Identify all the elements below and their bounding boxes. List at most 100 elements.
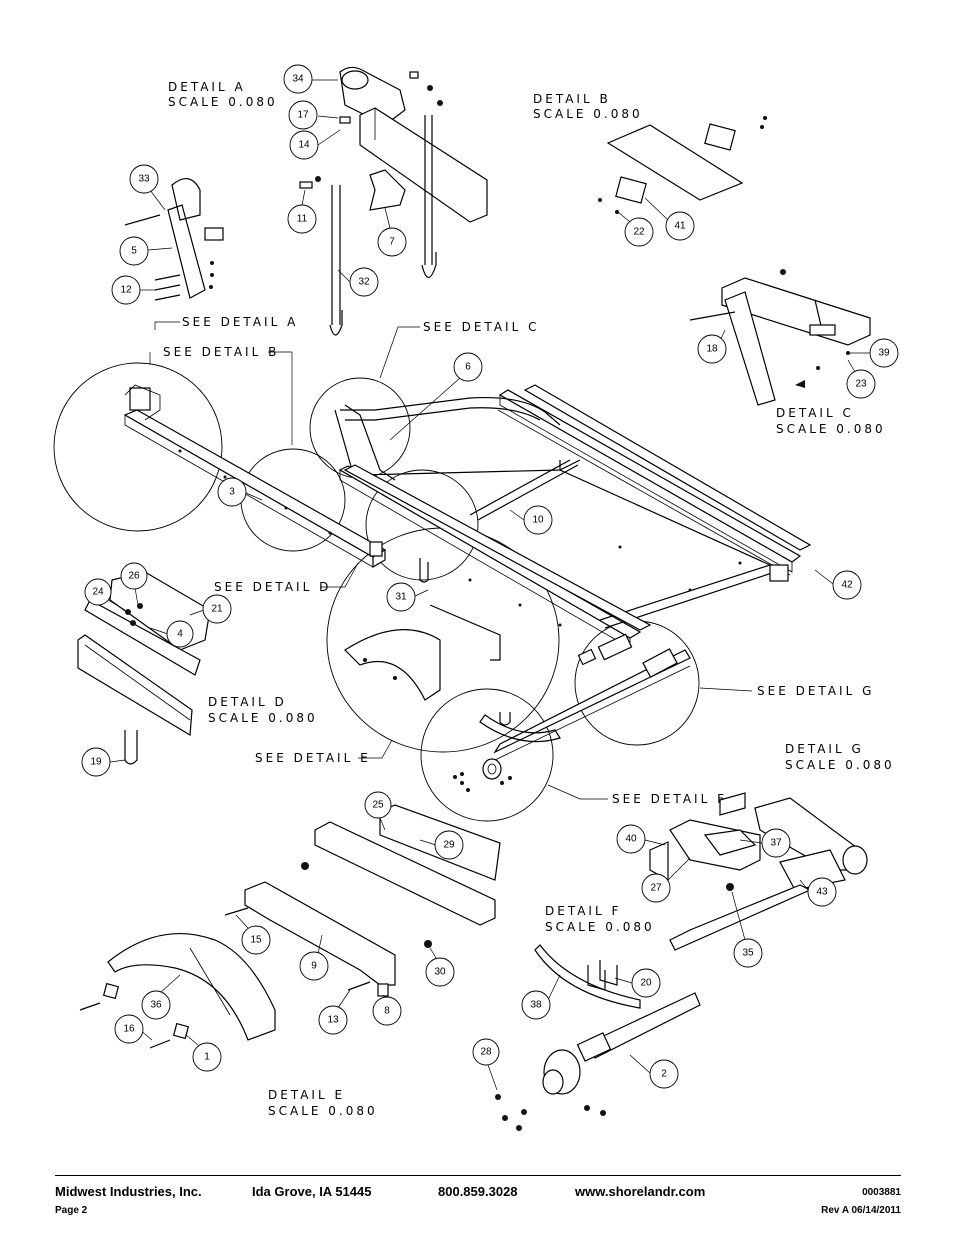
svg-text:36: 36: [150, 1000, 162, 1011]
svg-text:3: 3: [229, 487, 235, 498]
svg-text:39: 39: [878, 348, 890, 359]
detail-c-crossmember: [689, 269, 871, 406]
footer-phone: 800.859.3028: [438, 1184, 518, 1199]
see-detail-d: SEE DETAIL D: [214, 580, 331, 594]
part-bubble-3: 3: [217, 477, 263, 507]
svg-text:13: 13: [327, 1015, 339, 1026]
svg-text:1: 1: [204, 1052, 210, 1063]
detail-d-scale: SCALE 0.080: [208, 711, 318, 725]
svg-text:18: 18: [706, 344, 718, 355]
detail-a-title: DETAIL A: [168, 80, 246, 94]
see-detail-b: SEE DETAIL B: [163, 345, 279, 359]
part-bubble-14: 14: [289, 129, 341, 160]
svg-text:20: 20: [640, 978, 652, 989]
part-bubble-5: 5: [119, 236, 173, 266]
footer-location: Ida Grove, IA 51445: [252, 1184, 372, 1199]
part-bubble-11: 11: [287, 189, 317, 234]
detail-g-scale: SCALE 0.080: [785, 758, 895, 772]
svg-text:16: 16: [123, 1024, 135, 1035]
part-bubble-27: 27: [641, 857, 691, 903]
part-bubble-2: 2: [629, 1054, 679, 1089]
trailer-frame: [123, 384, 812, 792]
part-bubble-20: 20: [614, 968, 661, 998]
svg-text:15: 15: [250, 935, 262, 946]
detail-a-label: DETAIL A SCALE 0.080: [168, 80, 278, 109]
svg-text:8: 8: [384, 1006, 390, 1017]
part-bubble-25: 25: [364, 791, 392, 831]
part-bubble-17: 17: [288, 100, 339, 130]
see-detail-g: SEE DETAIL G: [757, 684, 874, 698]
part-bubble-22: 22: [617, 211, 654, 247]
part-bubble-31: 31: [386, 582, 429, 612]
part-bubble-15: 15: [235, 914, 271, 955]
detail-e-scale: SCALE 0.080: [268, 1104, 378, 1118]
part-bubble-32: 32: [337, 267, 379, 297]
page-footer: Midwest Industries, Inc. Ida Grove, IA 5…: [55, 1175, 901, 1216]
svg-text:34: 34: [292, 74, 304, 85]
svg-text:33: 33: [138, 174, 150, 185]
part-bubble-34: 34: [283, 64, 338, 94]
part-bubble-23: 23: [846, 359, 876, 399]
detail-d-label: DETAIL D SCALE 0.080: [208, 695, 318, 725]
part-bubble-38: 38: [521, 974, 561, 1020]
footer-website: www.shorelandr.com: [575, 1184, 706, 1199]
detail-b-label: DETAIL B SCALE 0.080: [533, 92, 643, 121]
part-bubble-18: 18: [697, 329, 727, 364]
detail-g-label: DETAIL G SCALE 0.080: [785, 742, 895, 772]
svg-text:14: 14: [298, 140, 310, 151]
part-bubble-24: 24: [84, 578, 126, 611]
see-detail-c: SEE DETAIL C: [423, 320, 539, 334]
detail-e-fender: [79, 804, 501, 1049]
detail-f-scale: SCALE 0.080: [545, 920, 655, 934]
detail-c-title: DETAIL C: [776, 406, 854, 420]
svg-text:31: 31: [395, 592, 407, 603]
part-bubble-13: 13: [318, 989, 351, 1035]
detail-g-title: DETAIL G: [785, 742, 864, 756]
detail-a-scale: SCALE 0.080: [168, 95, 278, 109]
svg-text:19: 19: [90, 757, 102, 768]
see-detail-f: SEE DETAIL F: [612, 792, 727, 806]
svg-text:2: 2: [661, 1069, 667, 1080]
detail-circles: [53, 362, 700, 822]
svg-text:7: 7: [389, 237, 395, 248]
svg-text:37: 37: [770, 838, 782, 849]
svg-text:4: 4: [177, 629, 183, 640]
svg-text:40: 40: [625, 834, 637, 845]
svg-text:27: 27: [650, 883, 662, 894]
svg-text:11: 11: [297, 214, 308, 225]
detail-b-scale: SCALE 0.080: [533, 107, 643, 121]
svg-text:5: 5: [131, 246, 137, 257]
see-detail-callouts: SEE DETAIL A SEE DETAIL B SEE DETAIL C S…: [149, 315, 874, 806]
svg-text:43: 43: [816, 887, 828, 898]
part-bubble-29: 29: [419, 830, 464, 860]
part-bubble-7: 7: [377, 207, 407, 257]
part-bubble-10: 10: [509, 505, 553, 535]
footer-company: Midwest Industries, Inc.: [55, 1184, 202, 1199]
part-bubble-35: 35: [731, 891, 763, 968]
part-bubble-41: 41: [644, 197, 695, 241]
part-bubbles: 34 17 14 11 7 32 33 5 12 41 22 18 39 23 …: [81, 64, 899, 1091]
svg-text:38: 38: [530, 1000, 542, 1011]
part-bubble-33: 33: [129, 164, 166, 211]
part-bubble-37: 37: [739, 828, 791, 858]
detail-b-title: DETAIL B: [533, 92, 611, 106]
svg-text:6: 6: [465, 362, 471, 373]
detail-b-bracket: [598, 116, 767, 214]
svg-text:28: 28: [480, 1047, 492, 1058]
detail-c-scale: SCALE 0.080: [776, 422, 886, 436]
see-detail-a: SEE DETAIL A: [182, 315, 298, 329]
svg-text:23: 23: [855, 379, 867, 390]
detail-f-title: DETAIL F: [545, 904, 621, 918]
detail-f-label: DETAIL F SCALE 0.080: [545, 904, 655, 934]
part-bubble-26: 26: [120, 562, 148, 606]
svg-text:42: 42: [841, 580, 853, 591]
svg-text:10: 10: [532, 515, 544, 526]
part-bubble-12: 12: [111, 275, 155, 305]
svg-text:9: 9: [311, 961, 317, 972]
part-bubble-28: 28: [472, 1038, 500, 1091]
detail-a-winch: [124, 178, 224, 301]
detail-e-label: DETAIL E SCALE 0.080: [268, 1088, 378, 1118]
detail-g-bracket: [649, 792, 868, 951]
footer-page: Page 2: [55, 1205, 88, 1216]
